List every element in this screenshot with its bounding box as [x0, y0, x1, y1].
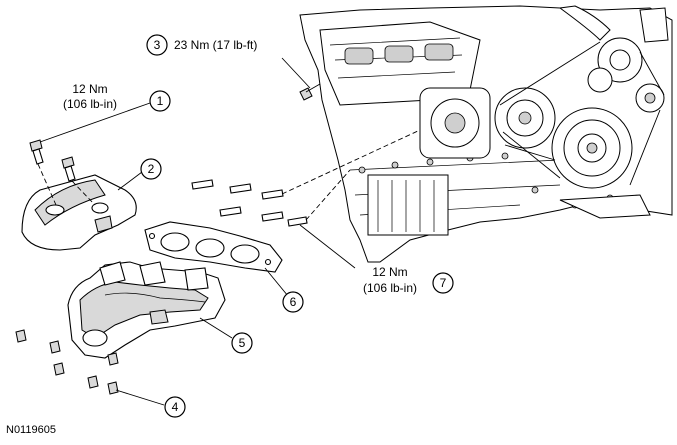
callout-7-number: 7 [440, 276, 447, 290]
callout-6: 6 [282, 291, 304, 313]
manifold-gasket [144, 221, 283, 273]
manifold-nuts [15, 329, 119, 395]
callout-6-number: 6 [290, 295, 297, 309]
heat-shield [21, 174, 137, 251]
callout-1-torque-imperial: (106 lb-in) [63, 97, 117, 111]
callout-2: 2 [140, 158, 162, 180]
heat-shield-bolts [29, 139, 76, 182]
engine-assembly [299, 5, 673, 263]
callout-1-torque: 12 Nm [72, 82, 107, 96]
callout-1-number: 1 [157, 94, 164, 108]
callout-2-number: 2 [148, 162, 155, 176]
callout-3-number: 3 [154, 38, 161, 52]
callout-7-torque-imperial: (106 lb-in) [363, 281, 417, 295]
figure-code: N0119605 [6, 424, 56, 436]
manifold-studs [191, 179, 308, 227]
callout-4: 4 [164, 396, 186, 418]
callout-7-torque: 12 Nm [372, 265, 407, 279]
callout-7: 12 Nm (106 lb-in) 7 [363, 265, 454, 295]
callout-4-number: 4 [172, 400, 179, 414]
callout-1: 12 Nm (106 lb-in) 1 [63, 82, 171, 112]
callout-5-number: 5 [239, 336, 246, 350]
callout-5: 5 [231, 332, 253, 354]
callout-3-torque: 23 Nm (17 lb-ft) [174, 38, 257, 52]
callout-3: 3 23 Nm (17 lb-ft) [146, 34, 257, 56]
head-bolt-3 [299, 83, 321, 101]
exhaust-manifold [67, 261, 226, 359]
